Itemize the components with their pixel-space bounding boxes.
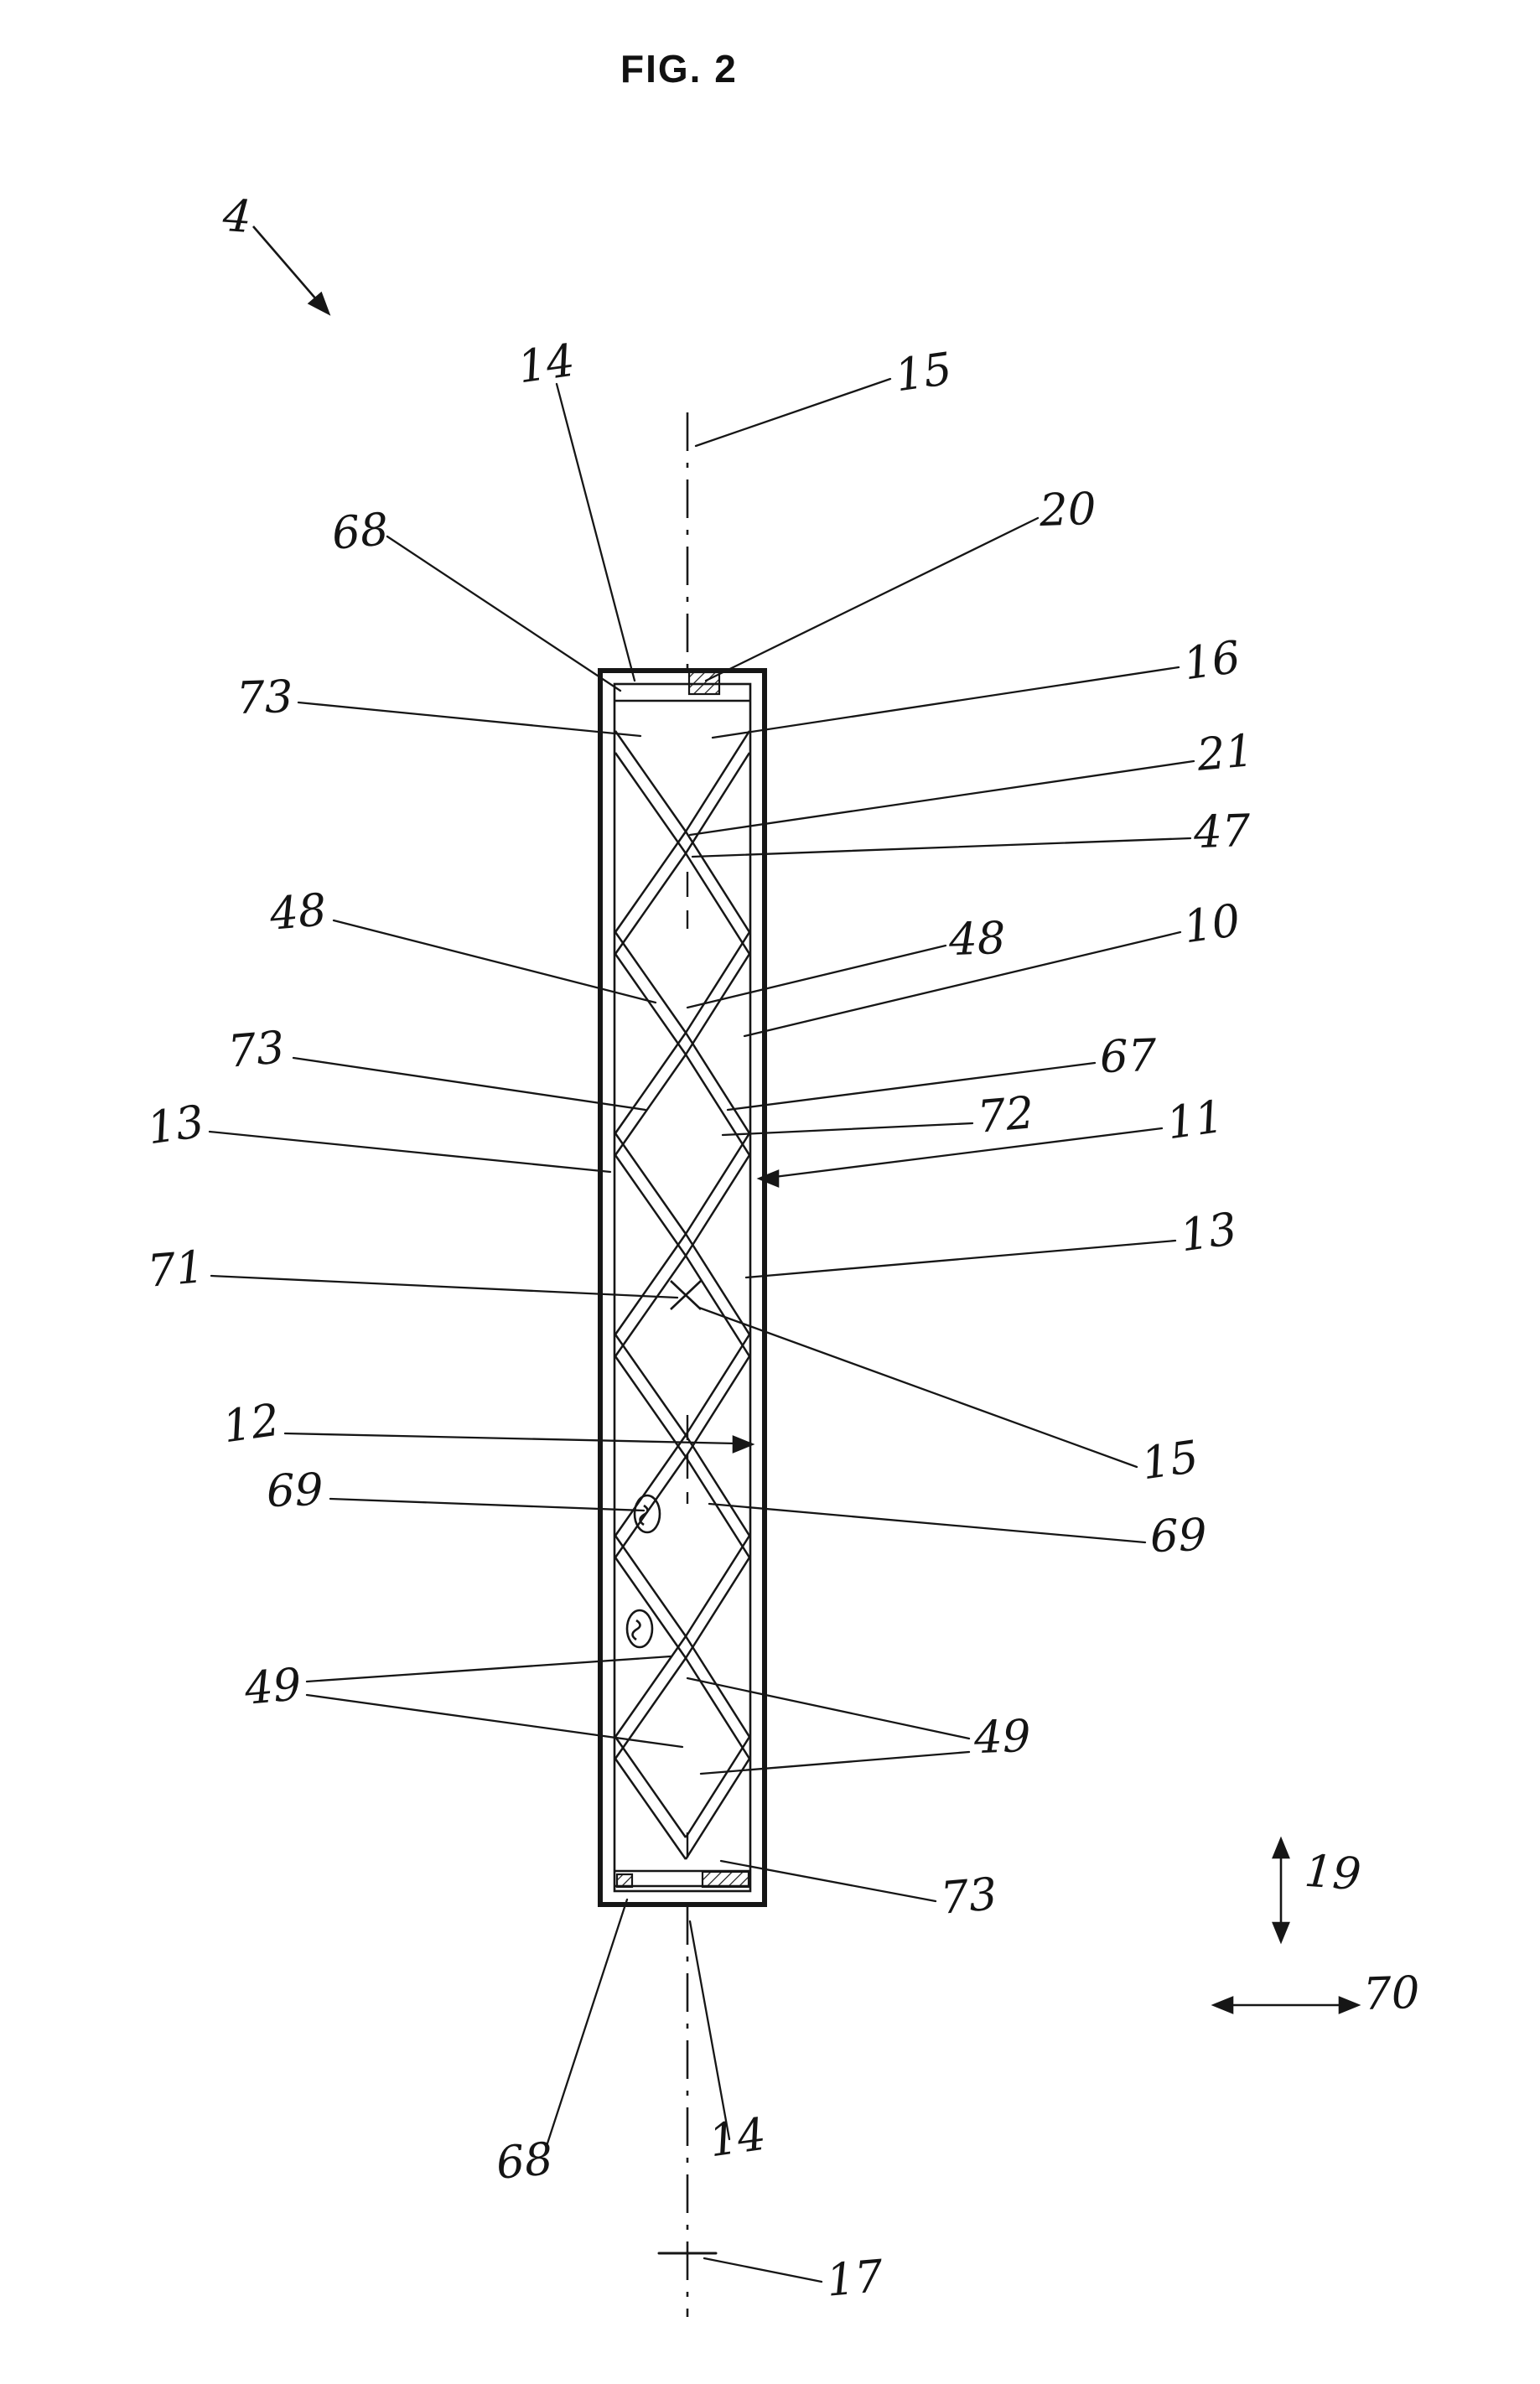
ref-label-73-mid: 73 bbox=[226, 1022, 287, 1078]
ref-label-69-right: 69 bbox=[1149, 1509, 1208, 1563]
leader-15-top bbox=[694, 377, 892, 448]
ref-label-13-left: 13 bbox=[144, 1096, 208, 1155]
arrow-11-head bbox=[756, 1169, 780, 1188]
leader-72 bbox=[721, 1122, 974, 1137]
leader-10 bbox=[743, 930, 1182, 1038]
ref-label-14-bottom: 14 bbox=[706, 2108, 770, 2168]
leader-48-left bbox=[332, 919, 657, 1004]
arrow-70-head-right bbox=[1338, 1996, 1361, 2014]
leader-lines bbox=[208, 377, 1195, 2283]
ref-label-15-top: 15 bbox=[892, 343, 956, 402]
frame-inner bbox=[613, 682, 752, 1893]
ref-label-73-bottom: 73 bbox=[938, 1868, 999, 1925]
leader-73-mid bbox=[292, 1056, 647, 1112]
ref-label-49-left: 49 bbox=[242, 1659, 303, 1715]
ref-label-15-bottom: 15 bbox=[1138, 1431, 1202, 1490]
ref-label-48-left: 48 bbox=[267, 884, 329, 941]
pleat-right-line-2 bbox=[684, 752, 751, 1860]
ref-label-73-upper: 73 bbox=[235, 671, 294, 725]
pleated-element bbox=[614, 730, 751, 1860]
ref-label-16: 16 bbox=[1180, 631, 1244, 691]
leader-49-left-2 bbox=[305, 1693, 684, 1749]
arrow-70-head-left bbox=[1211, 1996, 1234, 2014]
direction-arrows bbox=[252, 225, 1361, 2014]
leader-68-top bbox=[386, 535, 622, 692]
leader-49-left-1 bbox=[305, 1655, 672, 1683]
leader-49-right-1 bbox=[686, 1677, 971, 1740]
ref-label-48-right: 48 bbox=[947, 912, 1007, 967]
leader-15-bottom bbox=[697, 1306, 1138, 1469]
figure-title: FIG. 2 bbox=[620, 47, 738, 91]
ref-label-47: 47 bbox=[1192, 805, 1252, 859]
ref-label-20: 20 bbox=[1038, 483, 1097, 537]
seal-oval-lower bbox=[625, 1609, 654, 1649]
seal-ovals bbox=[625, 1494, 661, 1649]
ref-label-68-top: 68 bbox=[329, 504, 391, 560]
seal-mark-upper bbox=[639, 1504, 649, 1526]
housing-frame bbox=[598, 668, 767, 1907]
leader-20 bbox=[704, 516, 1040, 682]
pleat-left-line-1 bbox=[614, 730, 687, 1838]
leader-73-upper bbox=[297, 701, 642, 738]
ref-label-72: 72 bbox=[975, 1087, 1036, 1143]
leader-68-bottom bbox=[545, 1898, 629, 2148]
ref-label-67: 67 bbox=[1098, 1029, 1158, 1084]
ref-label-71: 71 bbox=[145, 1241, 206, 1298]
x-mark-line-2 bbox=[670, 1280, 702, 1310]
leader-73-bottom bbox=[719, 1859, 937, 1903]
ref-label-49-right: 49 bbox=[972, 1710, 1032, 1765]
leader-48-right bbox=[686, 944, 947, 1009]
ref-label-10: 10 bbox=[1180, 894, 1244, 954]
ref-label-70: 70 bbox=[1361, 1967, 1421, 2021]
frame-outer bbox=[598, 668, 767, 1907]
pleat-right-line-1 bbox=[684, 730, 751, 1838]
arrow-4-head bbox=[307, 291, 331, 316]
ref-label-17: 17 bbox=[824, 2251, 885, 2307]
ref-label-13-right: 13 bbox=[1177, 1203, 1241, 1262]
leader-17 bbox=[703, 2257, 823, 2283]
arrow-12-head bbox=[732, 1435, 755, 1454]
leader-21 bbox=[688, 759, 1195, 837]
x-mark bbox=[670, 1280, 702, 1310]
leader-69-left bbox=[329, 1497, 646, 1512]
leader-14-top bbox=[555, 382, 636, 682]
seal-mark-lower bbox=[631, 1619, 641, 1641]
ref-label-12: 12 bbox=[220, 1394, 283, 1454]
ref-label-4: 4 bbox=[220, 189, 253, 244]
leader-49-right-2 bbox=[699, 1750, 971, 1775]
hatch-block-bottom bbox=[701, 1870, 750, 1889]
ref-label-68-bottom: 68 bbox=[494, 2133, 555, 2190]
leader-71 bbox=[210, 1274, 679, 1299]
leader-13-left bbox=[208, 1130, 612, 1174]
leader-69-right bbox=[708, 1502, 1147, 1544]
leader-12 bbox=[283, 1432, 738, 1445]
leader-11 bbox=[773, 1127, 1164, 1179]
hatch-block-bottom-left bbox=[615, 1873, 634, 1889]
leader-14-bottom bbox=[688, 1920, 731, 2141]
arrow-19-head-down bbox=[1272, 1921, 1290, 1945]
ref-label-14-top: 14 bbox=[515, 334, 578, 394]
leader-13-right bbox=[744, 1239, 1177, 1279]
leader-16 bbox=[711, 666, 1180, 739]
ref-label-11: 11 bbox=[1164, 1091, 1227, 1150]
leader-67 bbox=[726, 1061, 1097, 1112]
arrow-19-head-up bbox=[1272, 1836, 1290, 1859]
ref-label-69-left: 69 bbox=[265, 1464, 324, 1518]
leader-47 bbox=[691, 837, 1192, 858]
ref-label-19: 19 bbox=[1302, 1845, 1363, 1901]
pleat-left-line-2 bbox=[614, 752, 687, 1860]
arrow-4-line bbox=[252, 225, 318, 301]
seal-oval-upper bbox=[633, 1494, 661, 1534]
ref-label-21: 21 bbox=[1195, 725, 1256, 781]
